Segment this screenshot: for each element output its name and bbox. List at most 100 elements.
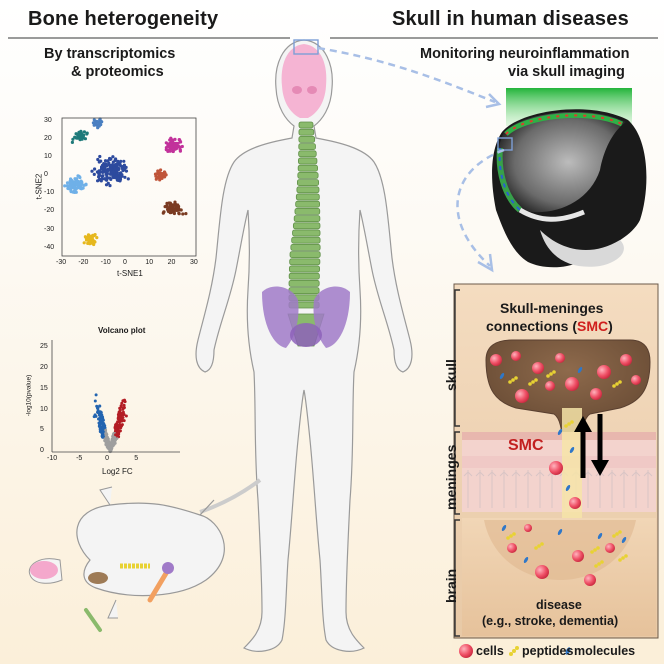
- tsne-ytick: 30: [44, 116, 52, 124]
- tsne-point: [123, 175, 127, 179]
- tsne-point: [111, 160, 115, 164]
- right-subtitle-line2: via skull imaging: [508, 64, 625, 80]
- tsne-ytick: -20: [44, 207, 55, 215]
- cell: [590, 388, 602, 400]
- volcano-point: [97, 421, 101, 425]
- legend-molecules-label: molecules: [574, 644, 636, 658]
- volcano-ylabel: -log10(pvalue): [25, 374, 33, 417]
- tsne-point: [171, 149, 175, 154]
- tsne-ytick: -40: [44, 243, 55, 251]
- tsne-point: [126, 177, 130, 181]
- cell: [549, 461, 563, 475]
- tsne-point: [161, 211, 165, 215]
- trabecula: [463, 470, 473, 508]
- volcano-point: [124, 414, 128, 418]
- tsne-point: [124, 165, 128, 169]
- vertebra: [298, 121, 314, 129]
- cell: [555, 353, 565, 363]
- smc-title-line1: Skull-meninges: [500, 300, 604, 316]
- tsne-point: [111, 174, 115, 178]
- tsne-point: [69, 178, 74, 182]
- smc-title-red: SMC: [577, 318, 609, 334]
- peptide: [528, 382, 532, 386]
- pelvis: [262, 286, 350, 348]
- tsne-point: [84, 183, 88, 187]
- cell: [511, 351, 521, 361]
- tsne-point: [108, 167, 113, 172]
- left-title: Bone heterogeneity: [28, 8, 219, 30]
- volcano-point: [104, 428, 108, 432]
- tsne-point: [179, 140, 183, 144]
- right-header-rule: [330, 37, 658, 39]
- trabecula: [631, 470, 641, 508]
- tsne-point: [96, 157, 100, 162]
- tsne-point: [115, 172, 119, 176]
- tsne-point: [75, 177, 79, 181]
- zoom-arrow-top: [317, 46, 496, 104]
- vertebra: [294, 207, 321, 215]
- volcano-point: [104, 433, 108, 437]
- tsne-point: [169, 136, 173, 140]
- tsne-point: [172, 211, 176, 216]
- tsne-ylabel: t-SNE2: [34, 173, 44, 200]
- vertebra: [295, 193, 320, 201]
- peptide: [600, 560, 604, 564]
- volcano-point: [120, 401, 124, 405]
- volcano-point: [96, 406, 100, 410]
- tsne-point: [69, 186, 73, 191]
- transport-arrows: [574, 414, 609, 478]
- vertebra: [296, 179, 319, 187]
- vertebra: [298, 135, 316, 143]
- volcano-ytick: 15: [40, 384, 48, 392]
- tsne-point: [177, 212, 181, 216]
- tsne-point: [105, 170, 109, 174]
- cell: [524, 524, 532, 532]
- skull-highlight: [281, 44, 327, 118]
- tsne-point: [77, 185, 81, 189]
- molecule: [499, 372, 505, 380]
- volcano-point: [108, 446, 112, 450]
- vertebra: [298, 150, 317, 158]
- trabecula: [643, 470, 653, 508]
- tsne-point: [82, 130, 86, 134]
- peptide: [564, 424, 568, 428]
- trabecula: [607, 470, 617, 508]
- volcano-point: [117, 412, 121, 416]
- peptide: [540, 542, 544, 546]
- peptide: [549, 372, 553, 376]
- tsne-point: [92, 172, 96, 176]
- volcano-point: [122, 403, 126, 407]
- tsne-point: [159, 168, 163, 172]
- peptide: [615, 382, 619, 386]
- volcano-point: [120, 423, 124, 427]
- peptide: [509, 534, 513, 538]
- volcano-point: [119, 405, 123, 409]
- tsne-point: [181, 212, 185, 216]
- skull-eye-right: [307, 86, 317, 94]
- legend-molecule-icon: [565, 647, 571, 655]
- volcano-point: [123, 398, 126, 402]
- cell: [572, 550, 584, 562]
- tsne-point: [104, 183, 109, 187]
- tsne-point: [159, 172, 163, 177]
- left-header-rule: [8, 37, 290, 39]
- cell: [515, 389, 529, 403]
- tsne-point: [73, 135, 77, 139]
- cell: [631, 375, 641, 385]
- volcano-point: [105, 439, 109, 443]
- tsne-point: [88, 242, 92, 246]
- tsne-point: [100, 174, 104, 178]
- tsne-point: [90, 169, 94, 173]
- tsne-point: [163, 172, 167, 176]
- head-zoom-box: [293, 39, 319, 55]
- tsne-point: [119, 159, 123, 163]
- legend-bar: [452, 640, 664, 662]
- tsne-point: [177, 138, 181, 142]
- trabecula: [475, 470, 485, 508]
- peptide: [596, 546, 600, 550]
- tsne-xtick: -20: [78, 259, 89, 266]
- tsne-frame: [61, 117, 197, 257]
- molecule: [597, 532, 603, 540]
- tsne-point: [74, 132, 78, 136]
